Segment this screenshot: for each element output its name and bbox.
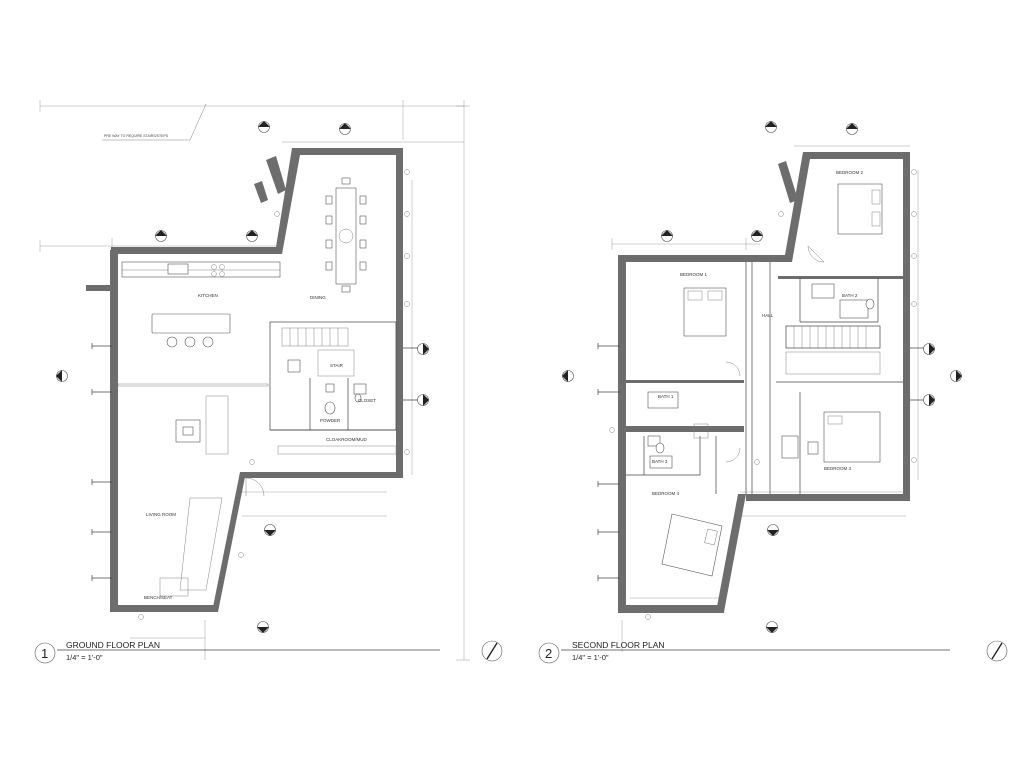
second-partitions	[626, 245, 903, 494]
ground-title-block	[34, 640, 503, 664]
dining-area	[325, 177, 367, 293]
bathroom-fixtures	[647, 283, 875, 469]
living-area	[117, 383, 269, 597]
plan-scale-1: 1/4" = 1'-0"	[66, 653, 103, 662]
second-dimension-lines	[611, 145, 919, 652]
room-label-closet: CLOSET	[358, 398, 376, 403]
plan-title-2: SECOND FLOOR PLAN	[572, 640, 665, 650]
bed-bedroom-4	[661, 513, 723, 577]
ground-core	[269, 321, 397, 455]
room-label-bath-1: BATH 1	[658, 394, 674, 399]
ground-walls	[86, 148, 403, 612]
second-section-markers	[562, 121, 962, 633]
ground-dimension-lines	[39, 100, 470, 661]
room-label-bedroom-4: BEDROOM 4	[652, 491, 680, 496]
room-label-bench: BENCH/SEAT	[144, 595, 173, 600]
plan-title-1: GROUND FLOOR PLAN	[66, 640, 160, 650]
second-window-markers	[597, 343, 934, 581]
bed-bedroom-3	[823, 411, 881, 463]
bed-bedroom-2	[837, 183, 883, 235]
ground-note: PRE WAY TO REQUIRE STAIRS/STEPS	[104, 134, 169, 138]
second-floor-plan: BEDROOM 1 BEDROOM 2 BEDROOM 3 BEDROOM 4 …	[538, 121, 1008, 664]
ground-section-markers	[56, 121, 429, 633]
second-stair	[785, 325, 881, 375]
room-label-kitchen: KITCHEN	[198, 293, 218, 298]
room-label-bedroom-3: BEDROOM 3	[824, 466, 852, 471]
room-label-bath-2: BATH 2	[842, 293, 858, 298]
kitchen-area	[121, 261, 281, 348]
room-label-living: LIVING ROOM	[146, 512, 176, 517]
room-label-mudroom: CLOAKROOM/MUD	[326, 437, 368, 442]
room-label-bath-3: BATH 3	[652, 459, 668, 464]
plan-scale-2: 1/4" = 1'-0"	[572, 653, 609, 662]
room-label-stair: STAIR	[330, 363, 344, 368]
ground-window-markers	[91, 343, 428, 581]
plan-number-1: 1	[41, 646, 48, 661]
room-label-hall: HALL	[762, 313, 774, 318]
room-label-powder: POWDER	[320, 418, 341, 423]
north-arrow-icon-2	[986, 640, 1008, 662]
room-label-bedroom-2: BEDROOM 2	[836, 170, 864, 175]
north-arrow-icon-1	[481, 640, 503, 662]
ground-floor-plan: PRE WAY TO REQUIRE STAIRS/STEPS	[34, 100, 503, 664]
bed-bedroom-1	[683, 287, 727, 337]
room-label-bedroom-1: BEDROOM 1	[680, 272, 708, 277]
second-title-block	[538, 640, 1008, 664]
plan-number-2: 2	[545, 646, 552, 661]
second-walls	[618, 152, 910, 613]
room-label-dining: DINING	[310, 295, 326, 300]
